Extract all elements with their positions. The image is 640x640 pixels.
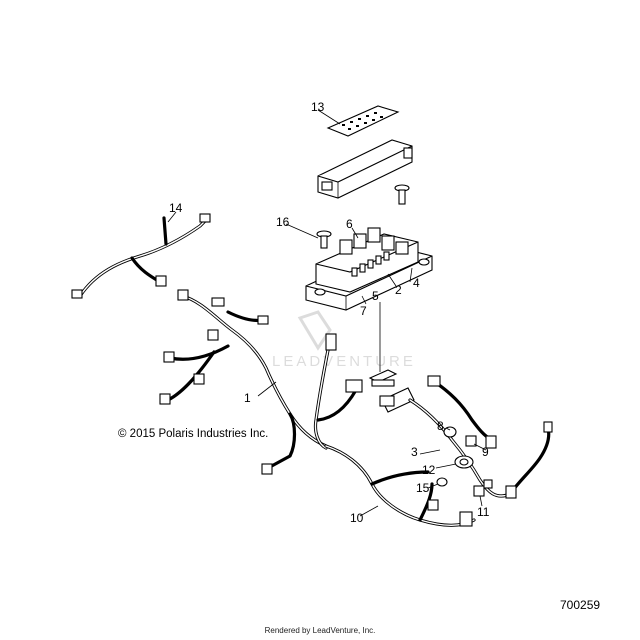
part-16-bolt[interactable] [316, 230, 332, 249]
part-8-grommet[interactable] [443, 426, 457, 438]
callout-9: 9 [482, 445, 489, 459]
harness-center-branch[interactable] [313, 333, 363, 450]
callout-5: 5 [372, 289, 379, 303]
callout-14: 14 [169, 201, 183, 215]
harness-fuse-holder[interactable] [379, 387, 415, 413]
callout-2: 2 [395, 283, 402, 297]
callout-6: 6 [346, 217, 353, 231]
part-3-right-harness[interactable] [408, 375, 553, 499]
cover-screw[interactable] [394, 184, 410, 205]
leader-lines [167, 109, 487, 517]
copyright-text: © 2015 Polaris Industries Inc. [118, 428, 269, 440]
part-14-sub-harness[interactable] [71, 213, 211, 299]
callout-12: 12 [422, 463, 436, 477]
callout-7: 7 [360, 304, 367, 318]
part-5-fuse-strip[interactable] [368, 369, 398, 387]
callout-3: 3 [411, 445, 418, 459]
part-1-main-harness[interactable] [159, 289, 328, 475]
diagram-id: 700259 [560, 598, 601, 612]
part-13-label-decal[interactable] [326, 105, 400, 137]
watermark: LEADVENTURE [272, 310, 416, 370]
callout-4: 4 [413, 276, 420, 290]
callout-8: 8 [437, 419, 444, 433]
part-9-connector[interactable] [465, 435, 477, 447]
fuse-box-cover[interactable] [317, 139, 413, 199]
callout-13: 13 [311, 100, 325, 114]
callout-10: 10 [350, 511, 364, 525]
part-10-lower-harness[interactable] [324, 444, 476, 527]
callout-15: 15 [416, 481, 430, 495]
callout-16: 16 [276, 215, 290, 229]
fuse-row [351, 251, 390, 277]
part-15-clip[interactable] [436, 477, 448, 487]
relay-blocks [339, 227, 409, 255]
callout-1: 1 [244, 391, 251, 405]
callout-labels: 1 2 3 4 5 6 7 8 9 10 11 12 13 14 15 16 [169, 100, 490, 525]
rendered-by-footer: Rendered by LeadVenture, Inc. [264, 626, 376, 635]
fuse-relay-box[interactable] [305, 227, 433, 311]
callout-11: 11 [477, 505, 490, 519]
watermark-text: LEADVENTURE [272, 353, 416, 370]
part-12-grommet[interactable] [454, 455, 474, 469]
part-11-connectors[interactable] [473, 479, 493, 497]
